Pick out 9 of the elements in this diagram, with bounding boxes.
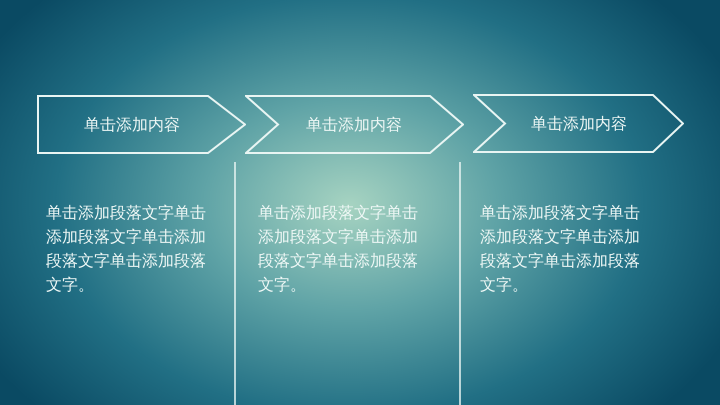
step-title: 单击添加内容 <box>306 114 402 134</box>
arrow-shape <box>37 95 246 154</box>
chevron-shape <box>245 95 464 154</box>
paragraph-text: 单击添加段落文字单击添加段落文字单击添加段落文字单击添加段落文字。 <box>480 202 641 296</box>
paragraph-text: 单击添加段落文字单击添加段落文字单击添加段落文字单击添加段落文字。 <box>258 202 419 296</box>
chevron-shape <box>473 94 684 153</box>
step-title: 单击添加内容 <box>84 114 180 134</box>
step-title: 单击添加内容 <box>531 114 627 134</box>
paragraph-text: 单击添加段落文字单击添加段落文字单击添加段落文字单击添加段落文字。 <box>46 202 207 296</box>
